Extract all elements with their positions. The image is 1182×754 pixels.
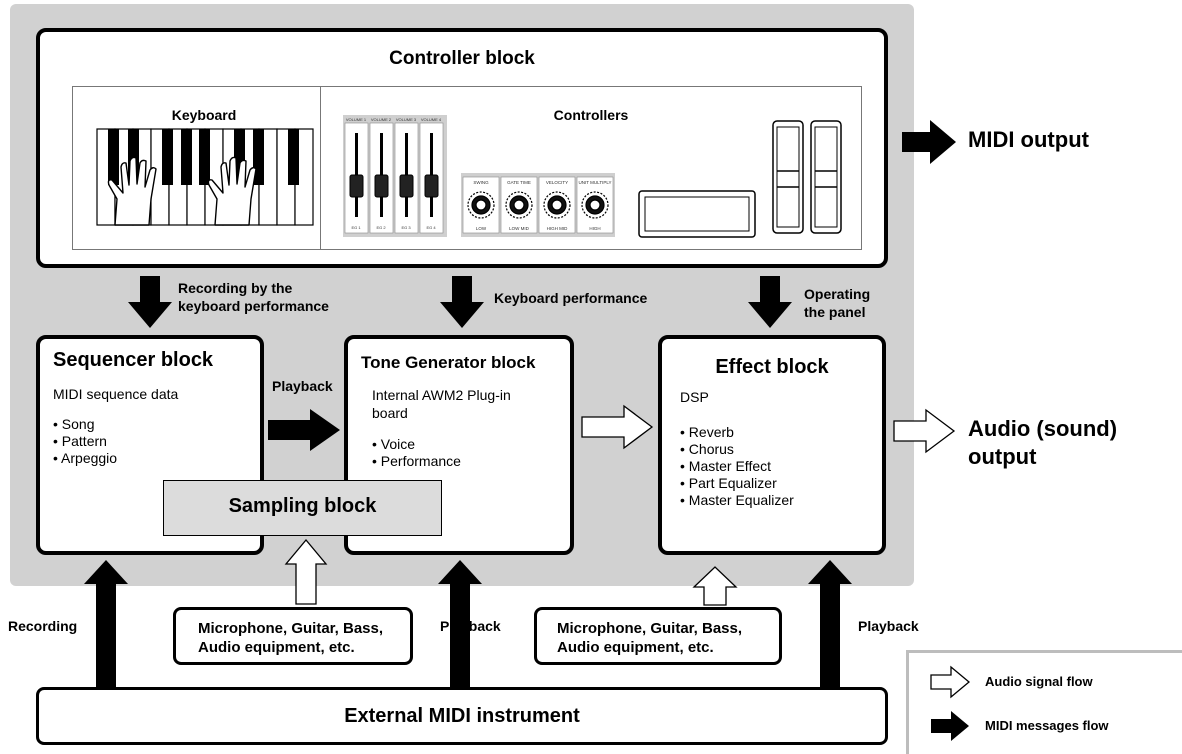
- arrow-playback-up-mid: [438, 560, 482, 712]
- arrow-operating-down: [748, 276, 792, 328]
- legend-audio-arrow-icon: [930, 665, 971, 699]
- tone-generator-subtitle-line2: board: [372, 405, 408, 421]
- audio-input-left: Microphone, Guitar, Bass, Audio equipmen…: [173, 607, 413, 665]
- label-playback-mid: Playback: [440, 618, 501, 634]
- audio-input-right-line2: Audio equipment, etc.: [557, 639, 714, 656]
- legend-audio-label: Audio signal flow: [985, 674, 1093, 689]
- knob-bottom-label-1: LOW: [476, 226, 487, 231]
- fader-label-1: VOLUME 1: [346, 117, 367, 122]
- sequencer-subtitle: MIDI sequence data: [53, 386, 179, 402]
- sequencer-block: Sequencer block MIDI sequence data Song …: [36, 335, 264, 555]
- keyboard-label: Keyboard: [171, 107, 237, 123]
- arrow-recording-up: [84, 560, 128, 712]
- knob-bank: SWING GATE TIME VELOCITY UNIT MULTIPLY L…: [461, 173, 615, 237]
- fader-bottom-label-2: EG 2: [376, 225, 386, 230]
- fader-bank: VOLUME 1 VOLUME 2 VOLUME 3 VOLUME 4 EG 1…: [343, 115, 447, 237]
- fader-bottom-label-4: EG 4: [426, 225, 436, 230]
- label-operating-panel: Operating the panel: [804, 285, 870, 321]
- label-operating-line1: Operating: [804, 286, 871, 302]
- effect-item-reverb: Reverb: [680, 424, 794, 441]
- sequencer-item-pattern: Pattern: [53, 433, 117, 450]
- label-recording-by-keyboard: Recording by the keyboard performance: [178, 279, 329, 315]
- tone-generator-item-voice: Voice: [372, 436, 461, 453]
- audio-input-left-text: Microphone, Guitar, Bass, Audio equipmen…: [198, 619, 383, 657]
- sequencer-items: Song Pattern Arpeggio: [53, 416, 117, 467]
- audio-output-line2: output: [968, 444, 1037, 469]
- knob-label-2: GATE TIME: [507, 180, 531, 185]
- knob-label-3: VELOCITY: [546, 180, 568, 185]
- fader-bottom-label-1: EG 1: [351, 225, 361, 230]
- label-playback-right: Playback: [858, 618, 919, 634]
- audio-output-label: Audio (sound) output: [968, 415, 1117, 471]
- arrow-recording-down: [128, 276, 172, 328]
- audio-input-right: Microphone, Guitar, Bass, Audio equipmen…: [534, 607, 782, 665]
- effect-item-part-equalizer: Part Equalizer: [680, 475, 794, 492]
- fader-label-3: VOLUME 3: [396, 117, 417, 122]
- pitch-mod-wheels: [772, 120, 842, 234]
- fader-label-4: VOLUME 4: [421, 117, 442, 122]
- knob-label-1: SWING: [473, 180, 489, 185]
- controllers-label: Controllers: [553, 107, 629, 123]
- label-keyboard-performance: Keyboard performance: [494, 290, 648, 306]
- knob-label-4: UNIT MULTIPLY: [578, 180, 611, 185]
- sampling-block: Sampling block: [163, 480, 442, 536]
- tone-generator-subtitle: Internal AWM2 Plug-in board: [372, 386, 511, 422]
- keyboard-panel: Keyboard: [72, 86, 336, 250]
- effect-subtitle: DSP: [680, 389, 709, 405]
- external-midi-instrument-block: External MIDI instrument: [36, 687, 888, 745]
- legend: Audio signal flow MIDI messages flow: [906, 650, 1182, 754]
- external-midi-instrument-title: External MIDI instrument: [344, 705, 580, 727]
- fader-bottom-label-3: EG 3: [401, 225, 411, 230]
- sequencer-item-song: Song: [53, 416, 117, 433]
- arrow-playback-up-right: [808, 560, 852, 712]
- controllers-panel: Controllers VOLUME 1 VO: [320, 86, 862, 250]
- fader-label-2: VOLUME 2: [371, 117, 392, 122]
- audio-input-left-line2: Audio equipment, etc.: [198, 639, 355, 656]
- tone-generator-items: Voice Performance: [372, 436, 461, 470]
- arrow-playback-midi: [268, 409, 340, 451]
- label-operating-line2: the panel: [804, 304, 866, 320]
- sequencer-block-title: Sequencer block: [53, 349, 214, 371]
- controllers-illustration: VOLUME 1 VOLUME 2 VOLUME 3 VOLUME 4 EG 1…: [343, 115, 842, 238]
- knob-bottom-label-4: HIGH: [589, 226, 600, 231]
- keyboard-illustration: [96, 128, 314, 226]
- arrow-audio-to-sampling: [284, 538, 328, 605]
- effect-block-title: Effect block: [715, 356, 829, 378]
- effect-item-master-effect: Master Effect: [680, 458, 794, 475]
- sequencer-item-arpeggio: Arpeggio: [53, 450, 117, 467]
- lcd-display: [638, 190, 756, 238]
- audio-input-left-line1: Microphone, Guitar, Bass,: [198, 620, 384, 637]
- controller-block-title: Controller block: [389, 48, 535, 69]
- arrow-keyboard-performance-down: [440, 276, 484, 328]
- label-recording-by-line1: Recording by the: [178, 280, 293, 296]
- tone-generator-item-performance: Performance: [372, 453, 461, 470]
- audio-output-line1: Audio (sound): [968, 416, 1118, 441]
- knob-bottom-label-2: LOW MID: [509, 226, 529, 231]
- effect-item-master-equalizer: Master Equalizer: [680, 492, 794, 509]
- audio-input-right-line1: Microphone, Guitar, Bass,: [557, 620, 743, 637]
- legend-midi-label: MIDI messages flow: [985, 718, 1109, 733]
- legend-midi-arrow-icon: [931, 711, 969, 741]
- sampling-block-title: Sampling block: [228, 495, 377, 517]
- controller-block: Controller block Keyboard Control: [36, 28, 888, 268]
- arrow-audio-to-effect: [692, 566, 738, 606]
- tone-generator-block-title: Tone Generator block: [361, 353, 536, 372]
- tone-generator-subtitle-line1: Internal AWM2 Plug-in: [372, 387, 511, 403]
- midi-output-arrow: [902, 120, 956, 164]
- audio-output-arrow: [893, 408, 956, 454]
- midi-output-label: MIDI output: [968, 127, 1089, 152]
- label-recording: Recording: [8, 618, 78, 634]
- arrow-tone-to-effect-audio: [581, 404, 654, 450]
- effect-block: Effect block DSP Reverb Chorus Master Ef…: [658, 335, 886, 555]
- audio-input-right-text: Microphone, Guitar, Bass, Audio equipmen…: [557, 619, 742, 657]
- effect-items: Reverb Chorus Master Effect Part Equaliz…: [680, 424, 794, 509]
- hands: [107, 156, 257, 226]
- effect-item-chorus: Chorus: [680, 441, 794, 458]
- label-recording-by-line2: keyboard performance: [178, 298, 329, 314]
- label-playback-sequencer: Playback: [272, 378, 333, 394]
- knob-bottom-label-3: HIGH MID: [547, 226, 568, 231]
